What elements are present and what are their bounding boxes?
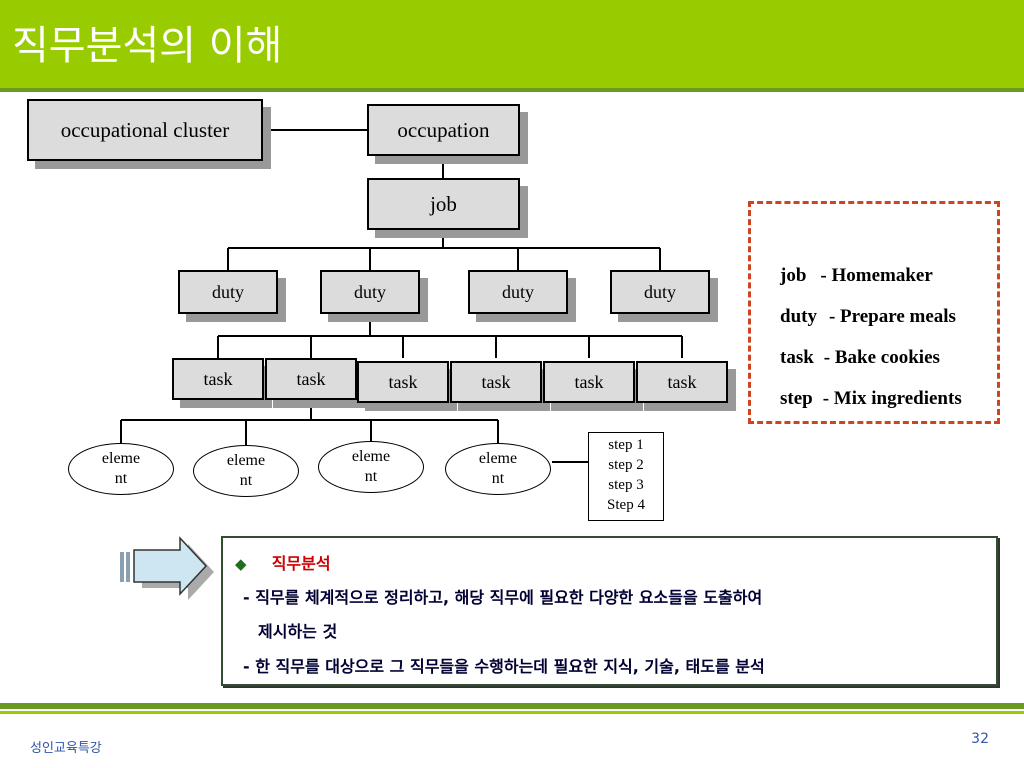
step-item: Step 4: [607, 497, 645, 513]
step-item: step 3: [608, 477, 644, 493]
definition-line-1: - 직무를 체계적으로 정리하고, 해당 직무에 필요한 다양한 요소들을 도출…: [243, 588, 763, 607]
definition-panel: ◆ 직무분석 - 직무를 체계적으로 정리하고, 해당 직무에 필요한 다양한 …: [221, 536, 998, 686]
footer-bar: [0, 703, 1024, 709]
steps-box: step 1 step 2 step 3 Step 4: [588, 432, 664, 521]
task-box-1: task: [172, 358, 264, 400]
legend-box: job - Homemaker duty - Prepare meals task-…: [748, 201, 1000, 424]
occupation-box: occupation: [367, 104, 520, 156]
legend-example: - Bake cookies: [823, 347, 940, 368]
legend-example: - Prepare meals: [828, 306, 956, 327]
duty-box-1: duty: [178, 270, 278, 314]
duty-box-4: duty: [610, 270, 710, 314]
legend-term: job: [780, 265, 807, 286]
legend-item-duty: duty - Prepare meals: [761, 284, 956, 350]
task-box-3: task: [357, 361, 449, 403]
legend-term: task: [780, 347, 814, 368]
page-number: 32: [971, 731, 989, 747]
legend-example: - Homemaker: [820, 265, 933, 286]
task-box-5: task: [543, 361, 635, 403]
legend-item-step: step - Mix ingredients: [761, 366, 962, 432]
element-node-4: eleme nt: [445, 443, 551, 495]
legend-item-task: task - Bake cookies: [761, 325, 940, 391]
step-item: step 2: [608, 457, 644, 473]
element-node-2: eleme nt: [193, 445, 299, 497]
legend-term: duty: [780, 306, 817, 327]
legend-example: - Mix ingredients: [822, 388, 962, 409]
footer-course-name: 성인교육특강: [30, 741, 102, 756]
definition-line-2: 제시하는 것: [258, 622, 338, 641]
diamond-icon: ◆: [235, 555, 247, 573]
duty-box-3: duty: [468, 270, 568, 314]
arrow-right-icon: [120, 536, 214, 600]
step-item: step 1: [608, 437, 644, 453]
job-box: job: [367, 178, 520, 230]
task-box-4: task: [450, 361, 542, 403]
definition-heading: 직무분석: [271, 554, 331, 573]
title-bar: 직무분석의 이해: [0, 0, 1024, 88]
title-underline: [0, 88, 1024, 92]
page-title: 직무분석의 이해: [12, 23, 283, 69]
legend-term: step: [780, 388, 813, 409]
task-box-2: task: [265, 358, 357, 400]
footer-bar-accent: [0, 711, 1024, 714]
definition-line-3: - 한 직무를 대상으로 그 직무들을 수행하는데 필요한 지식, 기술, 태도…: [243, 657, 765, 676]
task-box-6: task: [636, 361, 728, 403]
legend-item-job: job - Homemaker: [761, 243, 933, 309]
duty-box-2: duty: [320, 270, 420, 314]
occupational-cluster-box: occupational cluster: [27, 99, 263, 161]
definition-heading-row: ◆ 직무분석: [235, 550, 331, 574]
element-node-1: eleme nt: [68, 443, 174, 495]
element-node-3: eleme nt: [318, 441, 424, 493]
